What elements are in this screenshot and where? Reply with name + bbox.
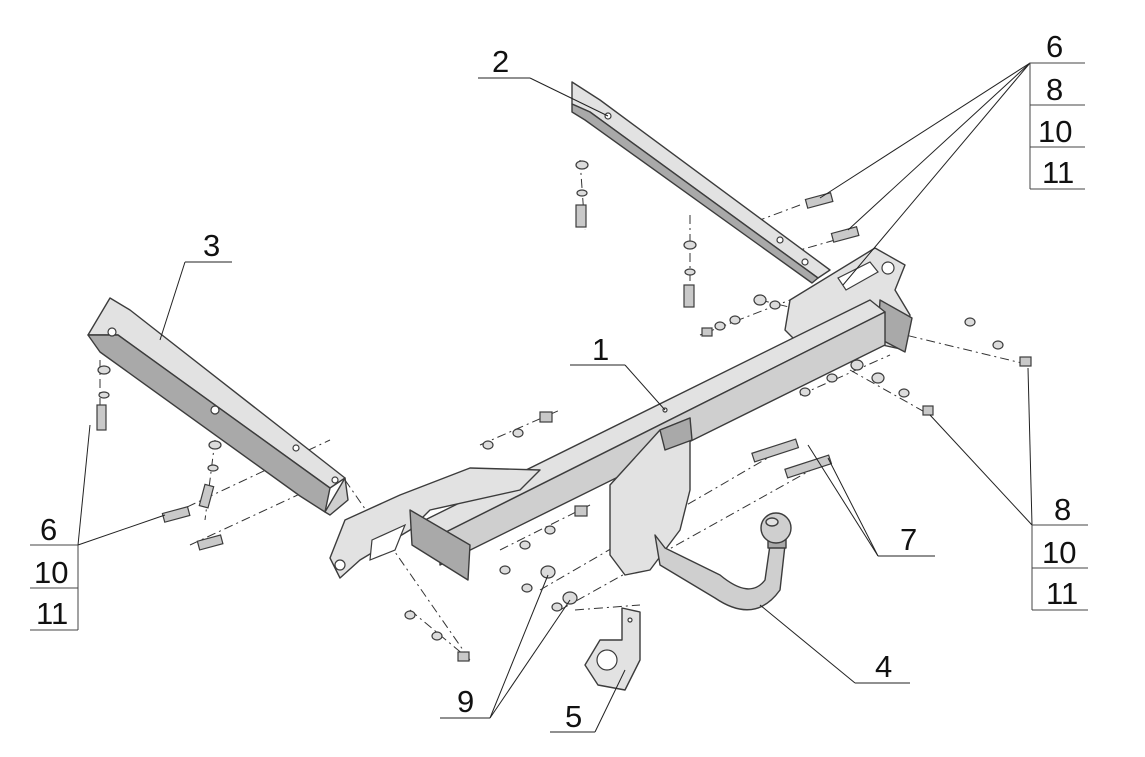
stack-bottom-right-item: 11 bbox=[1046, 576, 1078, 611]
fasteners bbox=[96, 160, 1032, 662]
label-part-9: 9 bbox=[457, 684, 474, 719]
stack-top-right-item: 10 bbox=[1038, 114, 1072, 149]
label-part-4: 4 bbox=[875, 649, 892, 684]
label-stack-bottom-left: 6 10 11 bbox=[30, 512, 79, 631]
stack-top-right-item: 8 bbox=[1046, 72, 1063, 107]
stack-bottom-left-item: 11 bbox=[36, 596, 68, 631]
label-part-1: 1 bbox=[592, 332, 609, 367]
label-part-5: 5 bbox=[565, 699, 582, 734]
label-stack-bottom-right: 8 10 11 bbox=[1031, 492, 1088, 611]
main-cross-beam bbox=[329, 247, 913, 581]
stack-bottom-right-item: 8 bbox=[1054, 492, 1071, 527]
tow-ball-neck bbox=[654, 512, 792, 611]
label-part-3: 3 bbox=[203, 228, 220, 263]
stack-bottom-left-item: 6 bbox=[40, 512, 57, 547]
label-part-2: 2 bbox=[492, 44, 509, 79]
label-part-7: 7 bbox=[900, 522, 917, 557]
bracket-upper-right bbox=[571, 81, 831, 284]
stack-bottom-right-item: 10 bbox=[1042, 535, 1076, 570]
leader-lines bbox=[77, 62, 1033, 733]
part-labels: 1 2 3 4 5 7 9 bbox=[203, 44, 917, 734]
stack-bottom-left-item: 10 bbox=[34, 555, 68, 590]
stack-top-right-item: 11 bbox=[1042, 155, 1074, 190]
socket-bracket bbox=[584, 607, 641, 691]
label-stack-top-right: 6 8 10 11 bbox=[1029, 29, 1085, 190]
bracket-upper-left bbox=[87, 297, 349, 516]
stack-top-right-item: 6 bbox=[1046, 29, 1063, 64]
